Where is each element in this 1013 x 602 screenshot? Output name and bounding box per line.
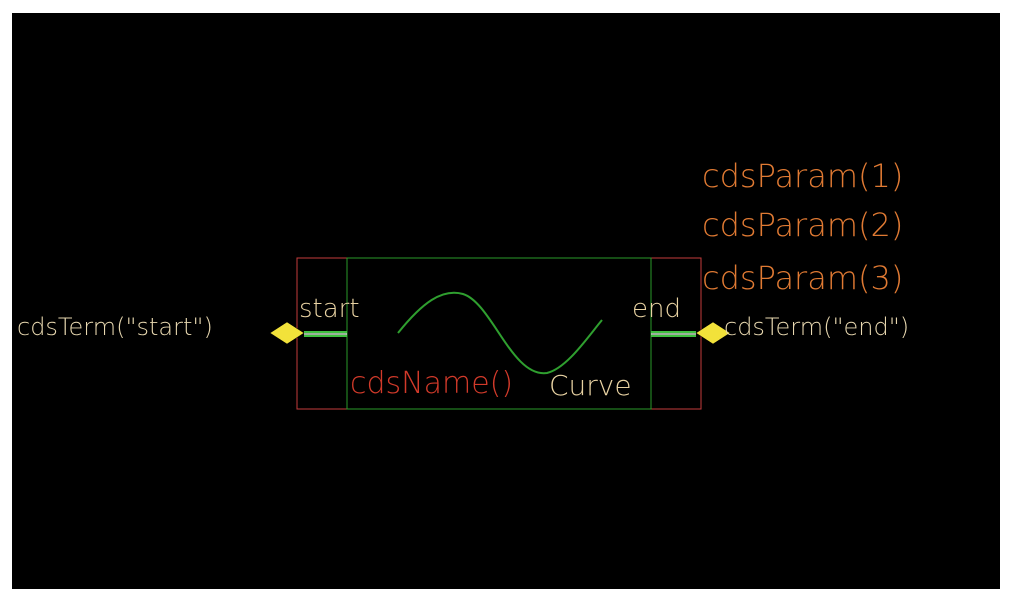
pin-name-start: start — [299, 294, 360, 324]
param-label-3: cdsParam(3) — [702, 259, 904, 297]
right-pin-wire[interactable] — [651, 331, 696, 337]
cell-name-label: Curve — [549, 369, 632, 402]
instance-name-label: cdsName() — [350, 366, 514, 401]
schematic-canvas[interactable]: cdsParam(1) cdsParam(2) cdsParam(3) cdsT… — [12, 13, 1000, 589]
start-pin-marker-icon[interactable] — [269, 321, 305, 345]
end-pin-marker-icon[interactable] — [695, 321, 731, 345]
param-label-1: cdsParam(1) — [702, 157, 904, 195]
left-pin-wire[interactable] — [304, 331, 347, 337]
pin-name-end: end — [632, 294, 681, 324]
symbol-graphics — [269, 257, 731, 410]
sine-curve-icon — [397, 291, 603, 375]
param-label-2: cdsParam(2) — [702, 206, 904, 244]
start-term-label: cdsTerm("start") — [17, 313, 213, 341]
end-term-label: cdsTerm("end") — [724, 313, 910, 341]
